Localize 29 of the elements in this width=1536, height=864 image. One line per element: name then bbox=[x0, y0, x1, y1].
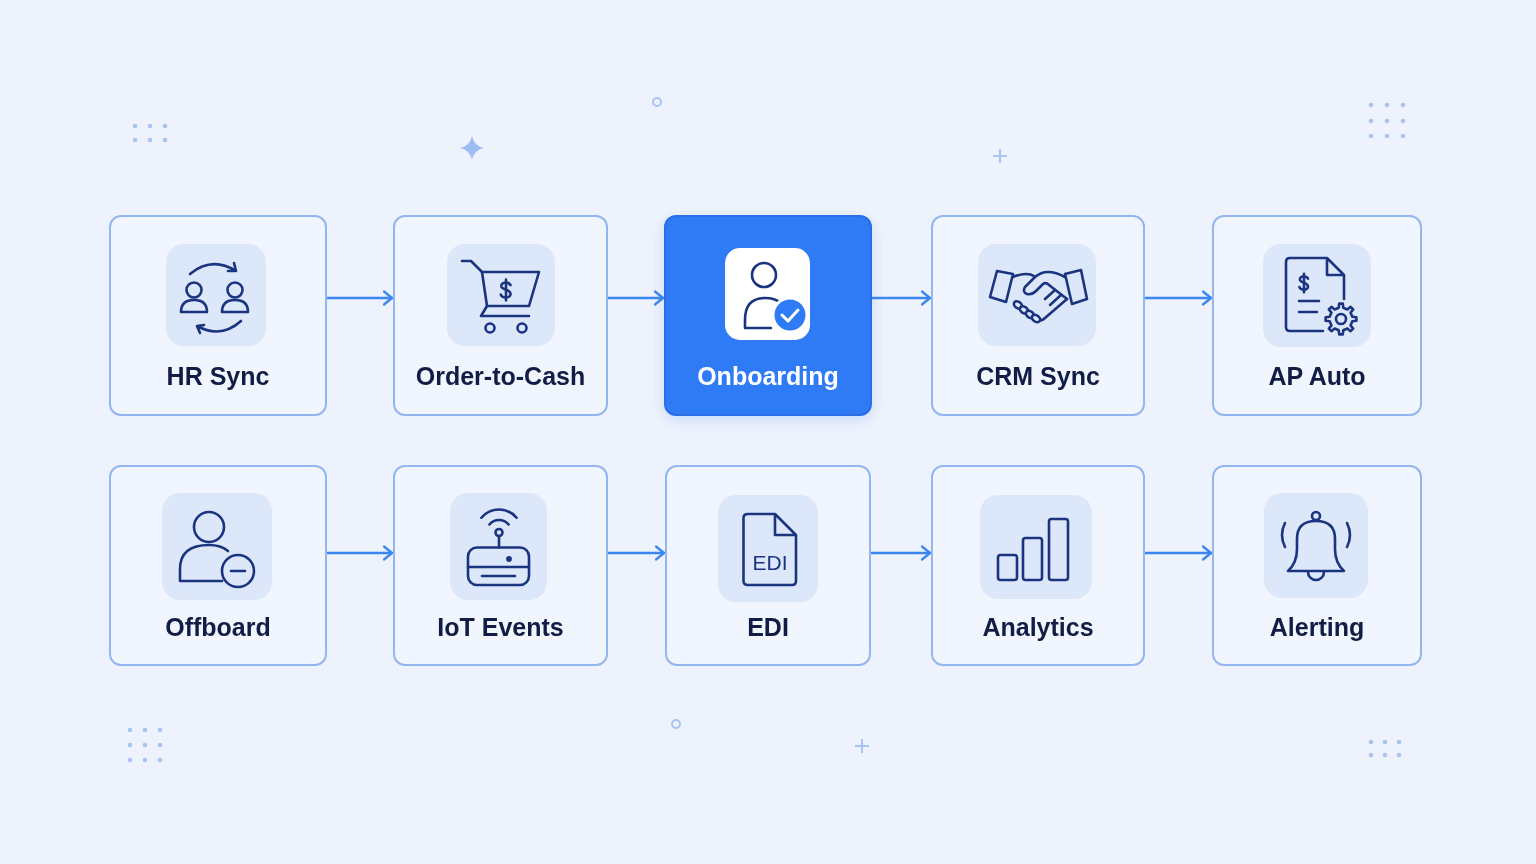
node-label: Offboard bbox=[165, 612, 271, 642]
process-box bbox=[109, 465, 327, 666]
node-label: Order-to-Cash bbox=[415, 361, 586, 391]
node-label: CRM Sync bbox=[976, 361, 1100, 391]
node-label: HR Sync bbox=[166, 361, 270, 391]
node-label: AP Auto bbox=[1268, 361, 1366, 391]
process-box bbox=[1212, 465, 1422, 666]
process-box bbox=[664, 215, 872, 416]
arrow bbox=[606, 545, 666, 561]
arrow bbox=[325, 545, 394, 561]
process-box bbox=[109, 215, 327, 416]
node-label: Onboarding bbox=[697, 361, 839, 391]
arrow bbox=[1143, 545, 1213, 561]
process-box bbox=[393, 465, 608, 666]
arrow bbox=[869, 545, 932, 561]
process-box bbox=[665, 465, 871, 666]
arrow bbox=[870, 290, 932, 306]
icon-label: EDI bbox=[752, 551, 788, 575]
arrow bbox=[606, 290, 665, 306]
process-box bbox=[393, 215, 608, 416]
process-box bbox=[1212, 215, 1422, 416]
arrow bbox=[325, 290, 394, 306]
process-box bbox=[931, 465, 1145, 666]
node-label: Alerting bbox=[1269, 612, 1365, 642]
node-label: Analytics bbox=[982, 612, 1094, 642]
process-box bbox=[931, 215, 1145, 416]
node-label: IoT Events bbox=[437, 612, 564, 642]
arrow bbox=[1143, 290, 1213, 306]
node-label: EDI bbox=[747, 612, 789, 642]
